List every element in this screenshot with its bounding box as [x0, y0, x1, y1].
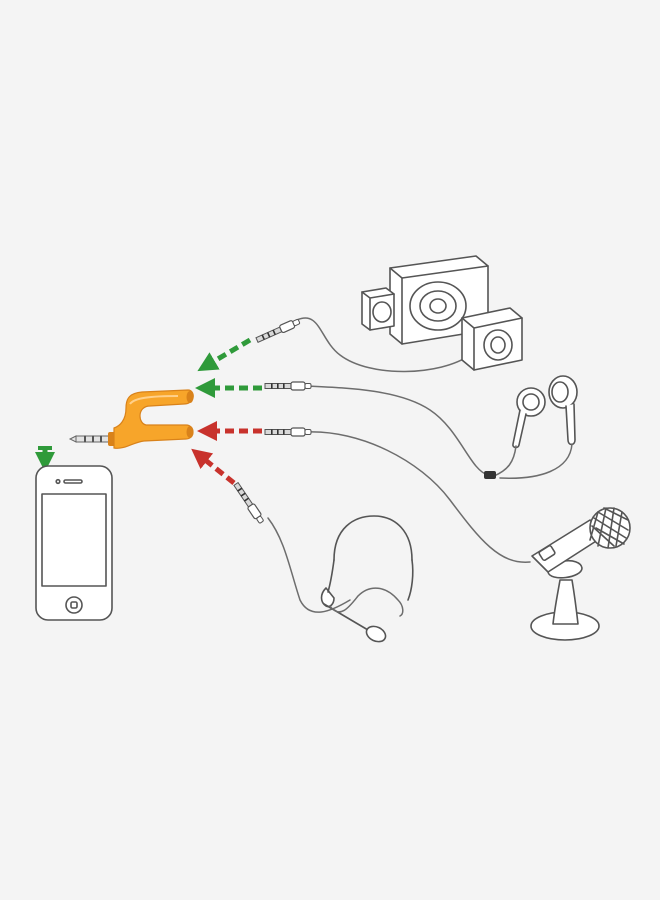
arrow-speakers [197, 337, 252, 372]
earphone-plug [264, 381, 312, 391]
arrow-headset [191, 448, 236, 485]
earphone-cable [306, 385, 489, 476]
earphones-icon [484, 375, 578, 479]
cables [267, 317, 531, 613]
speaker-cable [296, 317, 471, 373]
speaker-plug [254, 317, 302, 345]
headset-cable [267, 517, 351, 613]
y-splitter-adapter [68, 389, 194, 449]
adapter-body [113, 389, 194, 449]
desk-microphone-icon [530, 507, 631, 641]
headset-icon [320, 515, 414, 643]
speaker-set-icon [361, 255, 523, 371]
arrows [35, 337, 262, 485]
microphone-cable [306, 431, 531, 563]
microphone-plug [264, 427, 312, 437]
headset-plug [232, 481, 266, 525]
phone-icon [35, 465, 113, 621]
